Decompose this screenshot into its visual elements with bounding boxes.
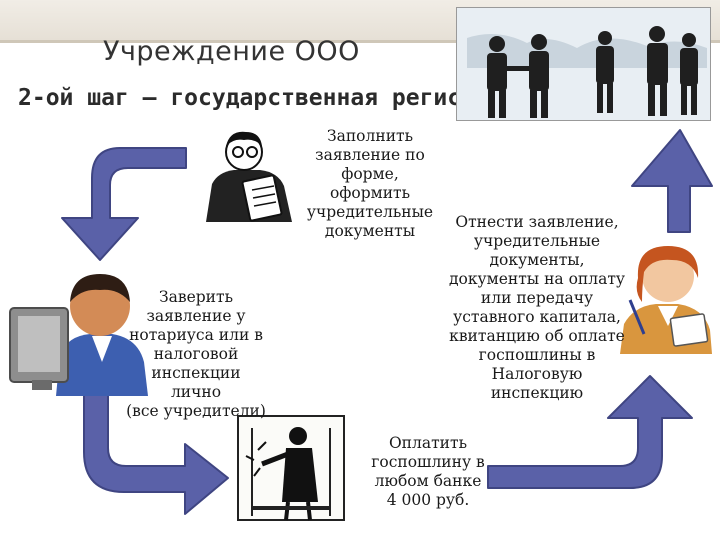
arrow-bottom-left (83, 391, 229, 515)
step-line: заявление по (315, 146, 425, 164)
step-line: форме, (341, 165, 399, 183)
step-line: лично (170, 383, 222, 401)
arrow-bottom-right (487, 375, 693, 489)
computer-person (8, 262, 154, 396)
business-photo (456, 7, 711, 121)
step-line: документы (324, 222, 416, 240)
arrow-top-right (631, 129, 713, 233)
step-line: учредительные (473, 232, 601, 250)
step-line: налоговой (153, 345, 239, 363)
step-line: Налоговую (491, 365, 583, 383)
step-line: Заверить (158, 288, 234, 306)
step-line: оформить (329, 184, 411, 202)
step-line: уставного капитала, (453, 308, 621, 326)
step-line: госпошлину в (371, 453, 485, 471)
page-title: Учреждение ООО (103, 36, 360, 67)
step-line: или передачу (480, 289, 594, 307)
clerk-woman (612, 238, 718, 354)
business-photo-image (457, 8, 710, 120)
step-line: документы на оплату (448, 270, 626, 288)
step-line: Отнести заявление, (455, 213, 619, 231)
step-line: любом банке (374, 472, 482, 490)
step-line: документы, (489, 251, 585, 269)
arrow-top-left (61, 147, 187, 261)
step-line: Заполнить (326, 127, 414, 145)
step-line: (все учредители) (126, 402, 266, 420)
step-line: 4 000 руб. (386, 491, 470, 509)
step-line: учредительные (306, 203, 434, 221)
step-line: квитанцию об оплате (449, 327, 625, 345)
writer-person (200, 124, 300, 222)
step-line: Оплатить (388, 434, 468, 452)
step-line: инспекцию (490, 384, 584, 402)
step-line: заявление у (146, 307, 246, 325)
step-line: нотариуса или в (129, 326, 263, 344)
step-line: инспекции (151, 364, 241, 382)
step-line: госпошлины в (478, 346, 596, 364)
presenter-person (232, 410, 350, 526)
header-divider (0, 40, 720, 43)
